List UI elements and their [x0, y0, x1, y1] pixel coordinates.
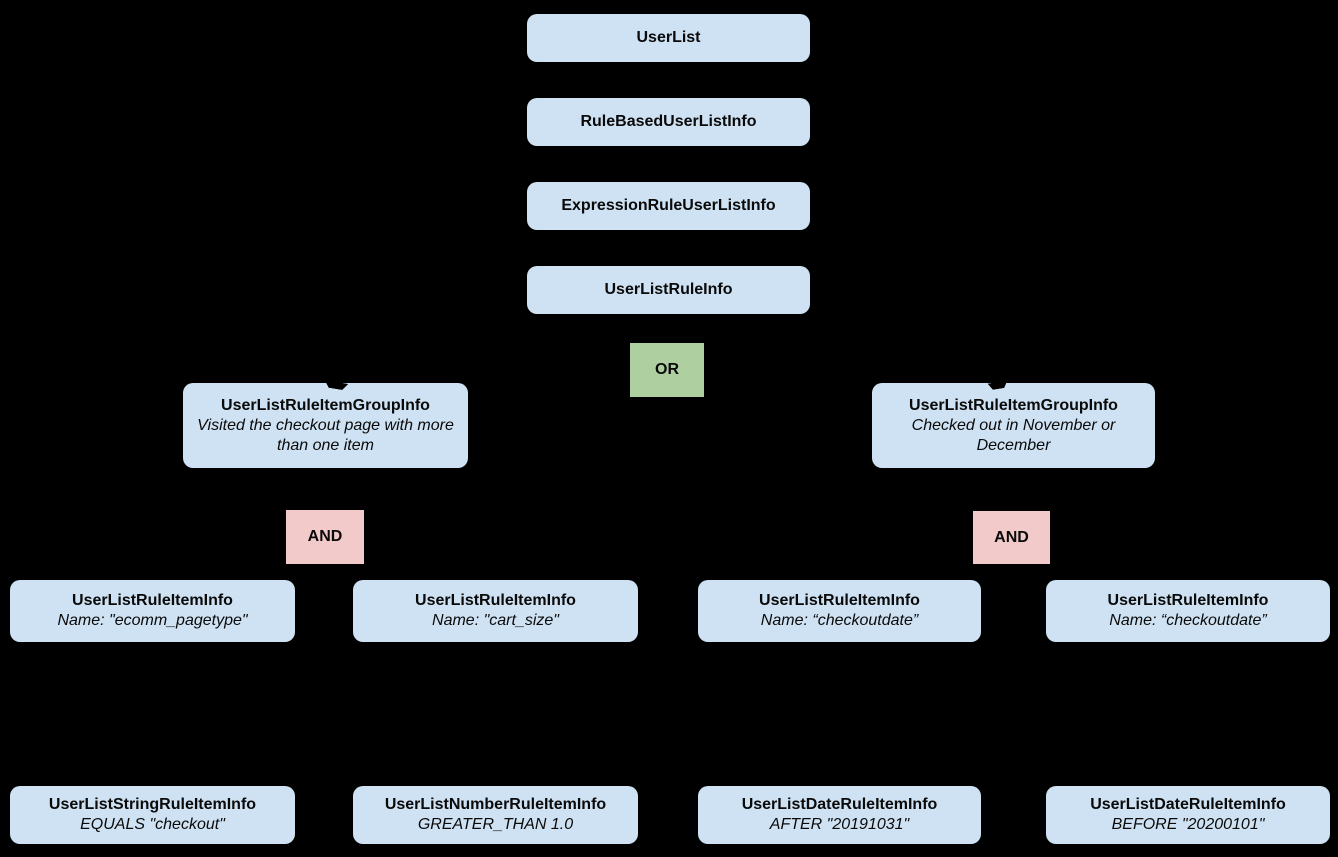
node-subtitle: Name: "ecomm_pagetype" [57, 612, 248, 629]
node-subtitle: Visited the checkout page with more than… [197, 416, 454, 454]
node-user-list-rule-info: UserListRuleInfo [527, 266, 810, 314]
node-title: UserListRuleItemGroupInfo [909, 396, 1118, 414]
node-title: ExpressionRuleUserListInfo [561, 197, 776, 214]
node-rule-item-checkoutdate-1: UserListRuleItemInfo Name: “checkoutdate… [698, 580, 981, 642]
node-subtitle: Name: "cart_size" [432, 612, 559, 629]
node-title: UserListRuleItemInfo [72, 592, 233, 609]
and-operator-label: AND [994, 528, 1029, 546]
node-rule-item-ecomm-pagetype: UserListRuleItemInfo Name: "ecomm_pagety… [10, 580, 295, 642]
node-subtitle: Checked out in November or December [911, 416, 1116, 454]
node-title: UserListRuleItemInfo [1107, 592, 1269, 609]
and-operator-right-box: AND [973, 511, 1050, 564]
node-userlist: UserList [527, 14, 810, 62]
node-subtitle: GREATER_THAN 1.0 [417, 816, 574, 833]
node-title: UserListRuleItemInfo [415, 592, 576, 609]
node-rule-based-user-list-info: RuleBasedUserListInfo [527, 98, 810, 146]
node-rule-item-cart-size: UserListRuleItemInfo Name: "cart_size" [353, 580, 638, 642]
node-title: UserListDateRuleItemInfo [1090, 796, 1286, 813]
and-operator-label: AND [307, 528, 343, 545]
node-title: UserListRuleInfo [604, 281, 733, 298]
node-expression-rule-user-list-info: ExpressionRuleUserListInfo [527, 182, 810, 230]
node-title: UserListStringRuleItemInfo [48, 796, 257, 813]
node-title: UserListRuleItemGroupInfo [221, 396, 430, 414]
node-title: RuleBasedUserListInfo [580, 113, 757, 130]
node-subtitle: Name: “checkoutdate” [760, 612, 919, 629]
node-subtitle: BEFORE "20200101" [1111, 816, 1265, 833]
node-subtitle: EQUALS "checkout" [80, 816, 225, 833]
node-title: UserList [636, 29, 701, 46]
node-date-rule-item-info-before: UserListDateRuleItemInfo BEFORE "2020010… [1046, 786, 1330, 844]
node-string-rule-item-info: UserListStringRuleItemInfo EQUALS "check… [10, 786, 295, 844]
and-operator-left-box: AND [286, 510, 364, 564]
node-number-rule-item-info: UserListNumberRuleItemInfo GREATER_THAN … [353, 786, 638, 844]
or-operator-box: OR [630, 343, 704, 397]
node-subtitle: Name: “checkoutdate” [1109, 612, 1267, 629]
node-date-rule-item-info-after: UserListDateRuleItemInfo AFTER "20191031… [698, 786, 981, 844]
node-rule-item-group-right: UserListRuleItemGroupInfo Checked out in… [872, 383, 1155, 468]
node-title: UserListNumberRuleItemInfo [384, 796, 607, 813]
node-rule-item-group-left: UserListRuleItemGroupInfo Visited the ch… [183, 383, 468, 468]
node-rule-item-checkoutdate-2: UserListRuleItemInfo Name: “checkoutdate… [1046, 580, 1330, 642]
node-subtitle: AFTER "20191031" [769, 816, 910, 833]
node-title: UserListDateRuleItemInfo [741, 796, 938, 813]
node-title: UserListRuleItemInfo [759, 592, 920, 609]
or-operator-label: OR [655, 361, 679, 378]
